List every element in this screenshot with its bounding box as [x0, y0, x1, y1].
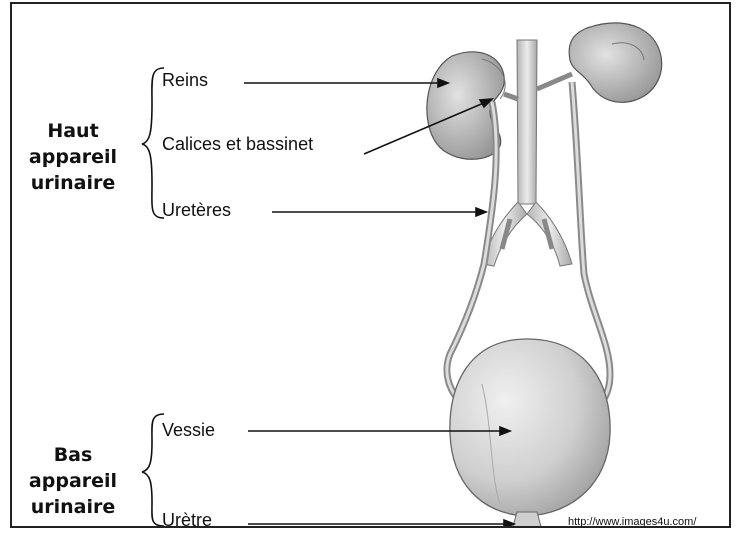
urethra	[512, 512, 542, 528]
right-kidney	[569, 23, 662, 102]
image-credit: http://www.images4u.com/	[568, 516, 696, 528]
upper-title-line-3: urinaire	[18, 170, 128, 196]
lower-brace	[142, 414, 164, 526]
label-ureteres: Uretères	[162, 200, 231, 221]
label-calices: Calices et bassinet	[162, 134, 313, 155]
label-uretre: Urètre	[162, 510, 212, 528]
upper-title-line-2: appareil	[18, 144, 128, 170]
diagram-frame: Haut appareil urinaire Bas appareil urin…	[10, 2, 731, 528]
label-reins: Reins	[162, 70, 208, 91]
lower-title-line-3: urinaire	[18, 494, 128, 520]
left-renal-vessel	[504, 94, 518, 99]
ureteres-arrowhead	[476, 208, 486, 216]
lower-tract-title: Bas appareil urinaire	[18, 442, 128, 520]
label-vessie: Vessie	[162, 420, 215, 441]
right-renal-vessel	[537, 74, 572, 89]
upper-tract-title: Haut appareil urinaire	[18, 118, 128, 196]
lower-title-line-1: Bas	[18, 442, 128, 468]
uretre-arrowhead	[504, 520, 514, 528]
upper-brace	[142, 68, 164, 218]
bladder	[450, 339, 610, 516]
upper-title-line-1: Haut	[18, 118, 128, 144]
lower-title-line-2: appareil	[18, 468, 128, 494]
